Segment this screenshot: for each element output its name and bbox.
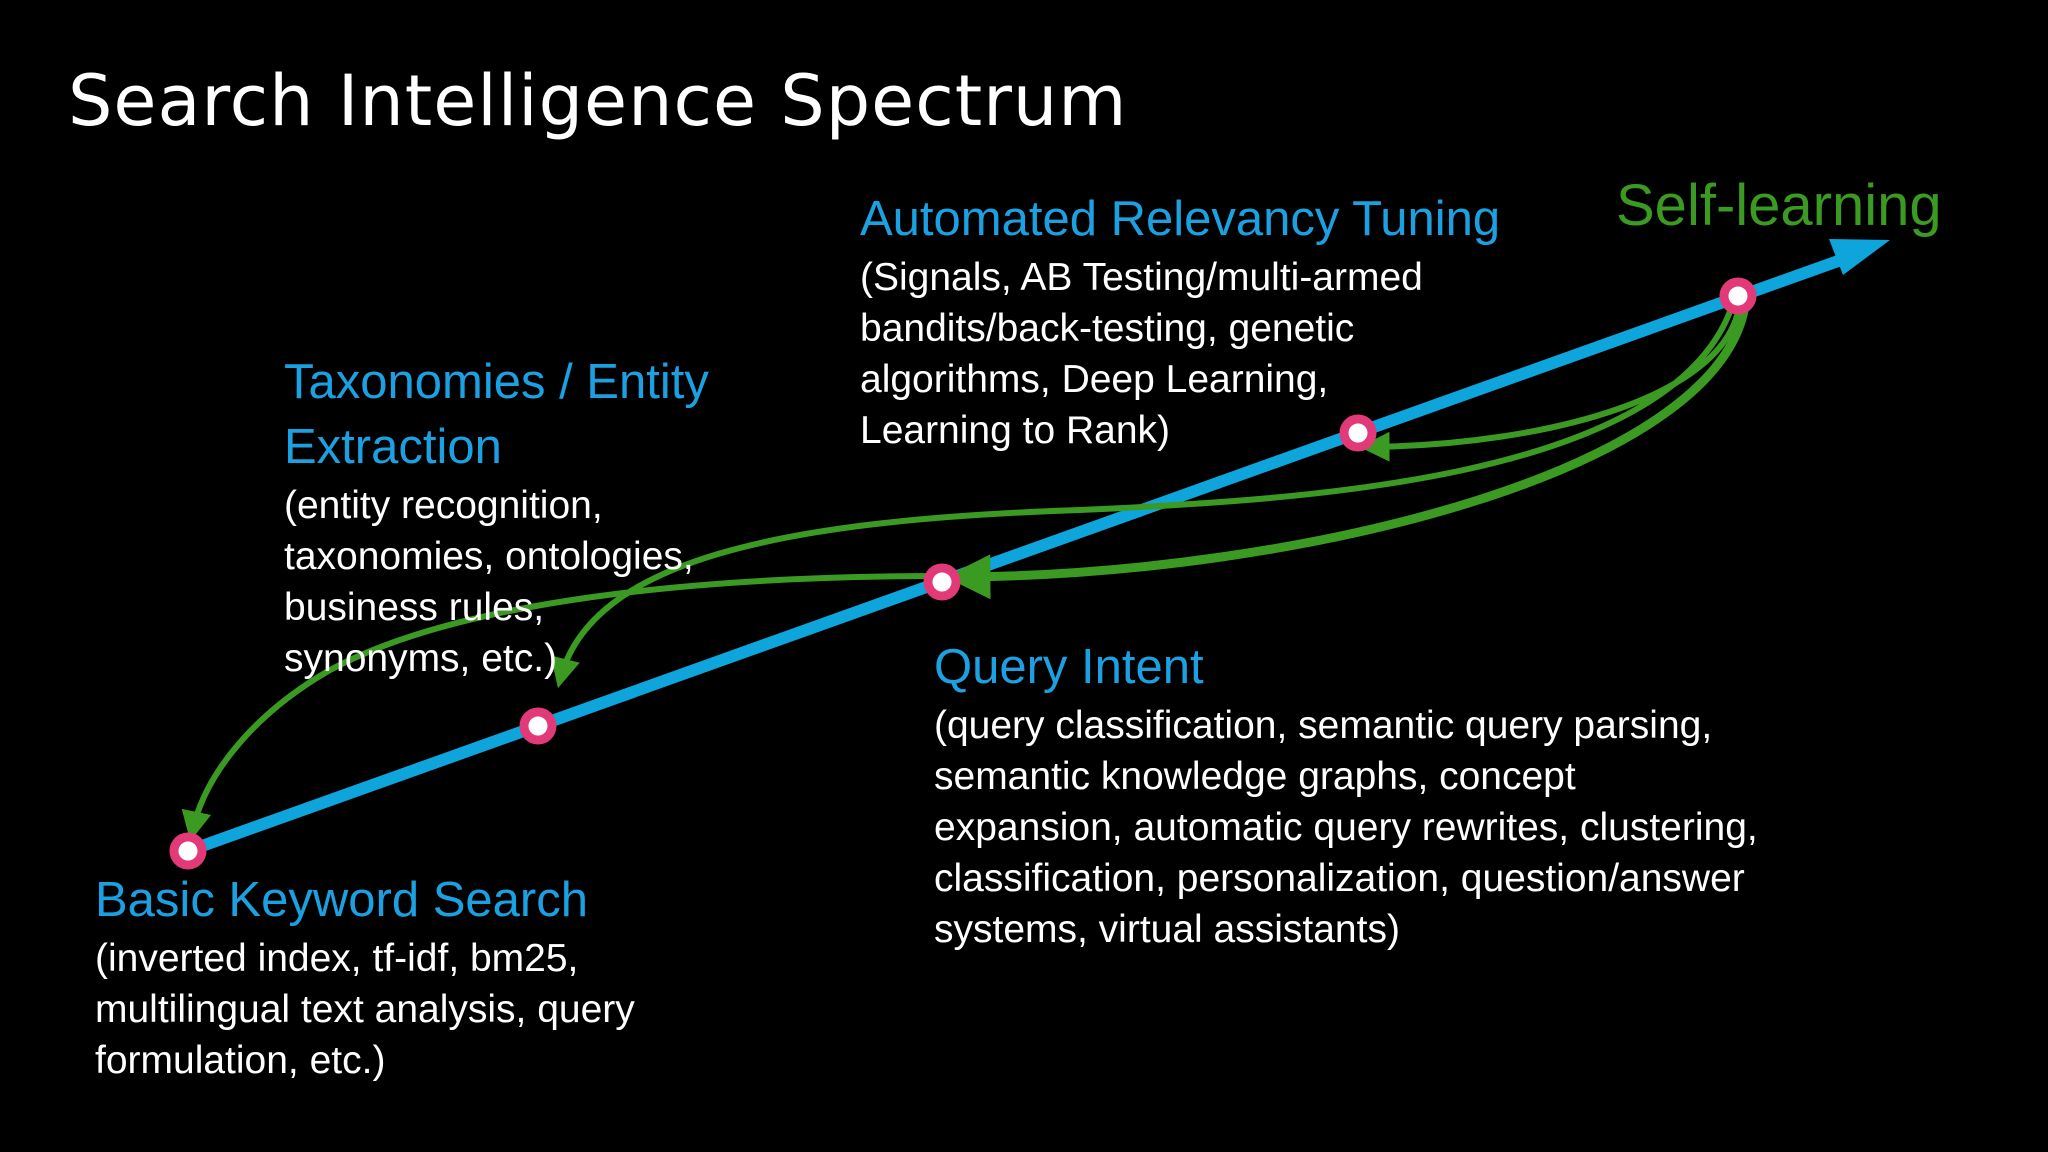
description-line: classification, personalization, questio… (934, 857, 1745, 900)
description-line: synonyms, etc.) (284, 637, 558, 680)
feedback-arrow-to-basic-search (181, 573, 946, 842)
self-learning-label: Self-learning (1616, 173, 1942, 238)
description-line: expansion, automatic query rewrites, clu… (934, 806, 1758, 849)
description-line: Learning to Rank) (860, 409, 1171, 452)
description-line: multilingual text analysis, query (95, 988, 635, 1031)
description-line: systems, virtual assistants) (934, 908, 1400, 951)
stage-description: (Signals, AB Testing/multi-armed bandits… (860, 252, 1500, 456)
description-line: (inverted index, tf-idf, bm25, (95, 937, 579, 980)
stage-description: (inverted index, tf-idf, bm25, multiling… (95, 933, 635, 1086)
spectrum-axis-arrowhead (1829, 239, 1890, 275)
feedback-arrow-to-query-intent (945, 297, 1751, 600)
description-line: business rules, (284, 586, 545, 629)
stage-taxonomies-entity-extraction: Taxonomies / Entity Extraction (entity r… (284, 350, 709, 684)
description-line: (entity recognition, (284, 484, 603, 527)
feedback-arrow-to-taxonomies (550, 299, 1737, 689)
stage-query-intent: Query Intent (query classification, sema… (934, 635, 1758, 955)
stage-description: (query classification, semantic query pa… (934, 700, 1758, 955)
stage-title-line: Extraction (284, 420, 502, 474)
stage-title: Query Intent (934, 640, 1204, 694)
description-line: bandits/back-testing, genetic (860, 307, 1355, 350)
stage-automated-relevancy-tuning: Automated Relevancy Tuning (Signals, AB … (860, 187, 1500, 456)
stage-description: (entity recognition, taxonomies, ontolog… (284, 480, 709, 684)
stage-basic-keyword-search: Basic Keyword Search (inverted index, tf… (95, 868, 635, 1086)
description-line: algorithms, Deep Learning, (860, 358, 1329, 401)
milestone-marker-self-learning (1719, 277, 1757, 315)
stage-title-line: Taxonomies / Entity (284, 355, 709, 409)
description-line: (Signals, AB Testing/multi-armed (860, 256, 1423, 299)
stage-title: Basic Keyword Search (95, 873, 588, 927)
milestone-marker-relevancy-tuning (1339, 414, 1377, 452)
feedback-arrow-to-relevancy-tuning (1359, 297, 1743, 462)
milestone-marker-query-intent (923, 563, 961, 601)
description-line: formulation, etc.) (95, 1039, 386, 1082)
stage-title: Automated Relevancy Tuning (860, 192, 1501, 246)
slide-title: Search Intelligence Spectrum (68, 60, 1128, 142)
milestone-marker-basic-search (169, 832, 207, 870)
milestone-marker-taxonomies (519, 707, 557, 745)
spectrum-axis-line (182, 249, 1861, 857)
description-line: (query classification, semantic query pa… (934, 704, 1713, 747)
stage-title: Taxonomies / Entity Extraction (284, 350, 709, 480)
description-line: taxonomies, ontologies, (284, 535, 694, 578)
description-line: semantic knowledge graphs, concept (934, 755, 1576, 798)
